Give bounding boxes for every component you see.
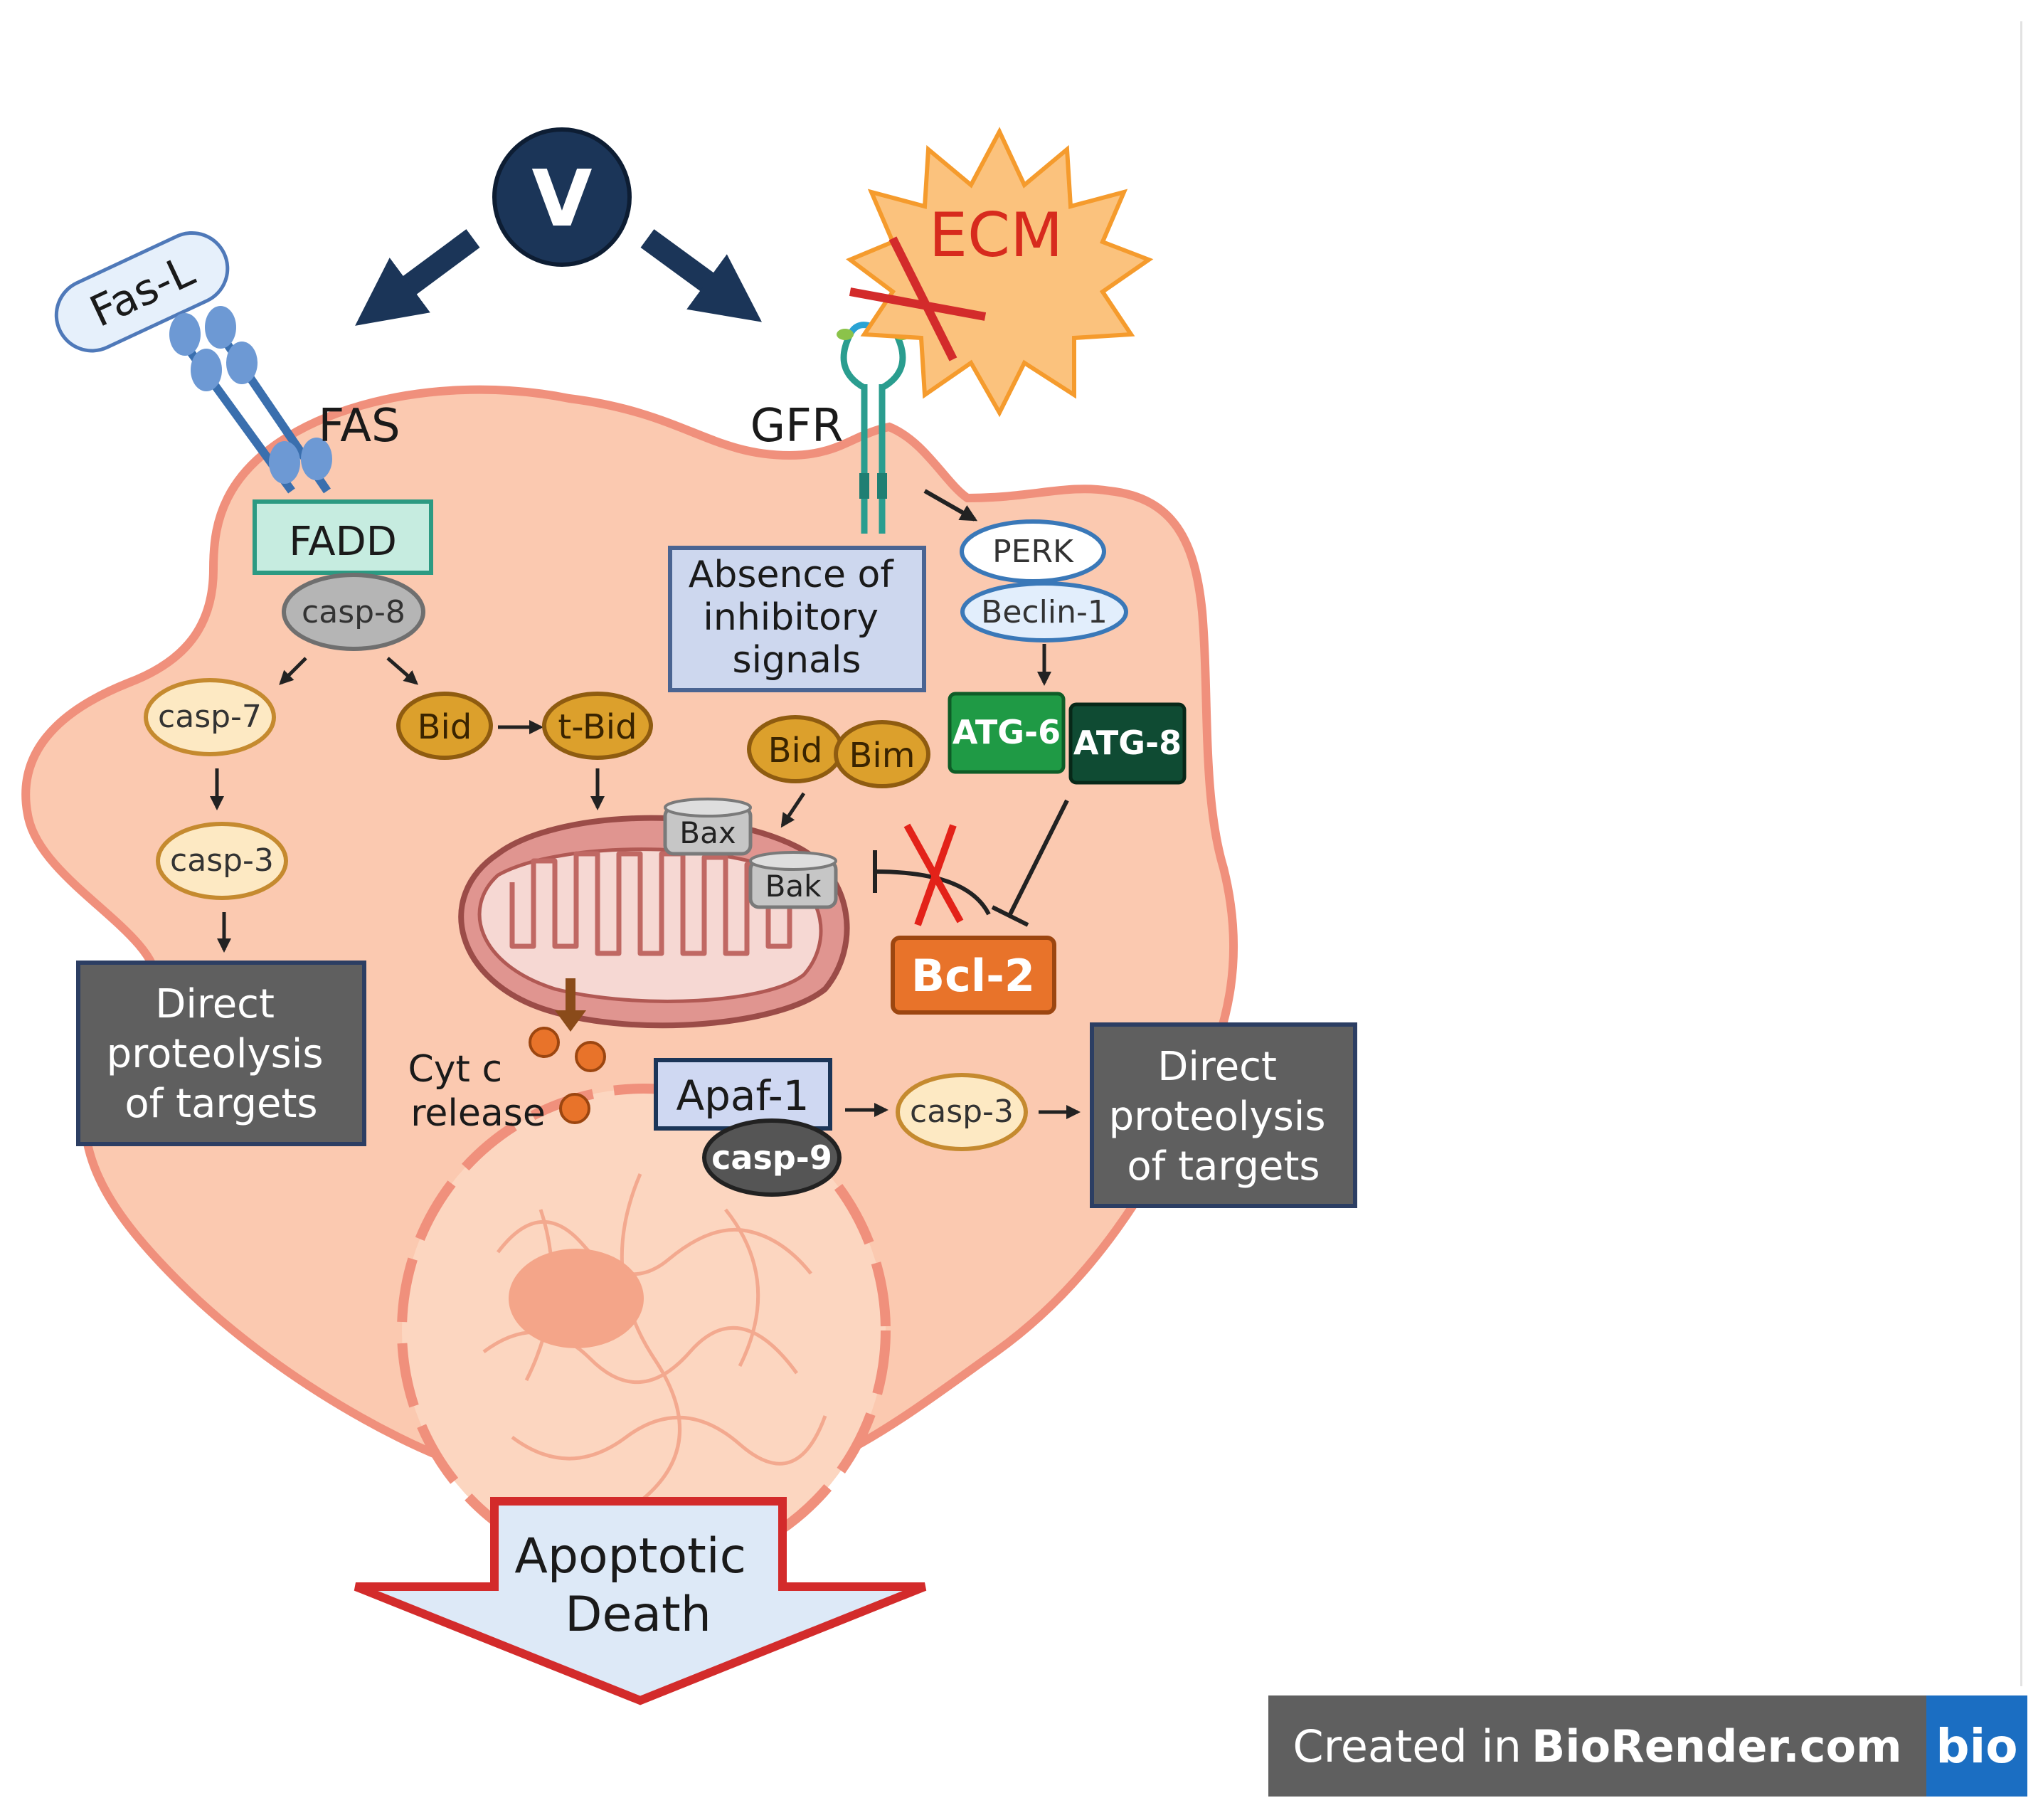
beclin-label: Beclin-1 [981, 594, 1108, 630]
signal-box-line: signals [733, 639, 861, 682]
bid-label: Bid [418, 707, 472, 747]
arrow-v-to-fas [355, 229, 480, 326]
casp3-right-label: casp-3 [910, 1094, 1014, 1130]
cytc-line: release [410, 1092, 546, 1135]
casp9-label: casp-9 [711, 1138, 832, 1177]
bax-channel: Bax [663, 798, 753, 856]
cytc-text: Cyt c release [408, 1048, 545, 1135]
perk-node [960, 519, 1106, 583]
arrow-casp8-to-casp7 [279, 657, 307, 685]
bcl2-label: Bcl-2 [911, 950, 1035, 1002]
inhibit-bcl2-to-bak [874, 869, 991, 916]
inhibit-atg-to-bcl2-bar [991, 905, 1029, 927]
casp9-node [702, 1118, 842, 1197]
bcl2-box [891, 936, 1056, 1015]
apaf-label: Apaf-1 [676, 1072, 809, 1120]
atg8-label: ATG-8 [1073, 724, 1182, 762]
signal-box-line: inhibitory [703, 596, 879, 639]
bid-node [396, 692, 493, 760]
arrow-gfr-to-perk [923, 489, 978, 522]
inhibit-atg-to-bcl2 [1008, 799, 1069, 916]
arrow-casp8-to-bid [386, 657, 419, 685]
bid2-label: Bid [768, 731, 823, 771]
credit-text: Created in BioRender.com [1268, 1695, 1926, 1797]
bak-label: Bak [765, 869, 822, 904]
cytc-dot [575, 1041, 606, 1072]
casp3-right-node [896, 1073, 1028, 1151]
arrow-v-to-gfr [640, 229, 763, 322]
proteolysis-box-right [1090, 1022, 1357, 1208]
tbid-node [542, 692, 653, 760]
stimulus-node: V [492, 127, 632, 267]
casp3-left-label: casp-3 [170, 842, 274, 879]
proteolysis-left-line: Direct [155, 981, 275, 1027]
atg8-box [1068, 702, 1187, 785]
casp3-left-node [156, 822, 288, 900]
mito-release-arrow [555, 978, 586, 1032]
bim-label: Bim [849, 736, 915, 776]
cross-out-line [914, 824, 957, 926]
panel-border [2020, 21, 2022, 1686]
cytc-dot [559, 1093, 590, 1124]
proteolysis-right-line: of targets [1127, 1143, 1320, 1190]
signal-box-text: Absence of inhibitory signals [689, 554, 905, 682]
credit-prefix: Created in [1293, 1720, 1522, 1772]
gfr-receptor-label: GFR [750, 400, 844, 453]
mitochondrion [458, 815, 850, 1029]
apoptotic-death-line: Apoptotic [514, 1528, 746, 1584]
casp7-label: casp-7 [158, 699, 262, 735]
fadd-label: FADD [289, 519, 397, 565]
atg6-box [948, 692, 1066, 774]
bak-channel: Bak [748, 851, 838, 909]
proteolysis-box-left [76, 961, 366, 1146]
apoptotic-death-text: Apoptotic Death [514, 1528, 761, 1643]
signal-box [668, 546, 926, 692]
proteolysis-left-text: Direct proteolysis of targets [107, 981, 336, 1127]
gfr-receptor [837, 322, 911, 534]
casp7-node [144, 678, 276, 756]
fas-ligand: Fas-L [54, 231, 230, 353]
perk-label: PERK [992, 534, 1074, 570]
biorender-credit: Created in BioRender.com bio [1268, 1695, 2027, 1797]
biorender-logo-icon: bio [1926, 1695, 2027, 1797]
cytc-line: Cyt c [408, 1048, 502, 1091]
apoptotic-death-line: Death [565, 1587, 711, 1643]
atg6-label: ATG-6 [952, 713, 1061, 751]
proteolysis-right-text: Direct proteolysis of targets [1109, 1044, 1339, 1190]
bim-node [834, 720, 930, 788]
beclin-node [960, 581, 1128, 642]
proteolysis-right-line: proteolysis [1109, 1094, 1326, 1140]
ecm-label: ECM [929, 200, 1063, 271]
proteolysis-left-line: of targets [124, 1081, 317, 1127]
bax-label: Bax [679, 815, 736, 850]
tbid-label: t-Bid [558, 707, 637, 747]
ecm-burst: ECM [846, 127, 1154, 418]
apoptotic-death-arrow [354, 1497, 927, 1705]
stimulus-label: V [531, 153, 592, 244]
casp8-label: casp-8 [302, 594, 405, 630]
fadd-box [253, 499, 433, 575]
fas-receptor [169, 306, 332, 494]
proteolysis-right-line: Direct [1157, 1044, 1277, 1090]
cytc-dot [529, 1027, 560, 1058]
proteolysis-left-line: proteolysis [107, 1031, 324, 1077]
fas-receptor-label: FAS [318, 400, 400, 453]
credit-brand: BioRender.com [1531, 1720, 1902, 1772]
arrow-bidbim-to-bax [780, 792, 806, 828]
signal-box-line: Absence of [689, 554, 895, 596]
casp8-node [282, 573, 425, 651]
